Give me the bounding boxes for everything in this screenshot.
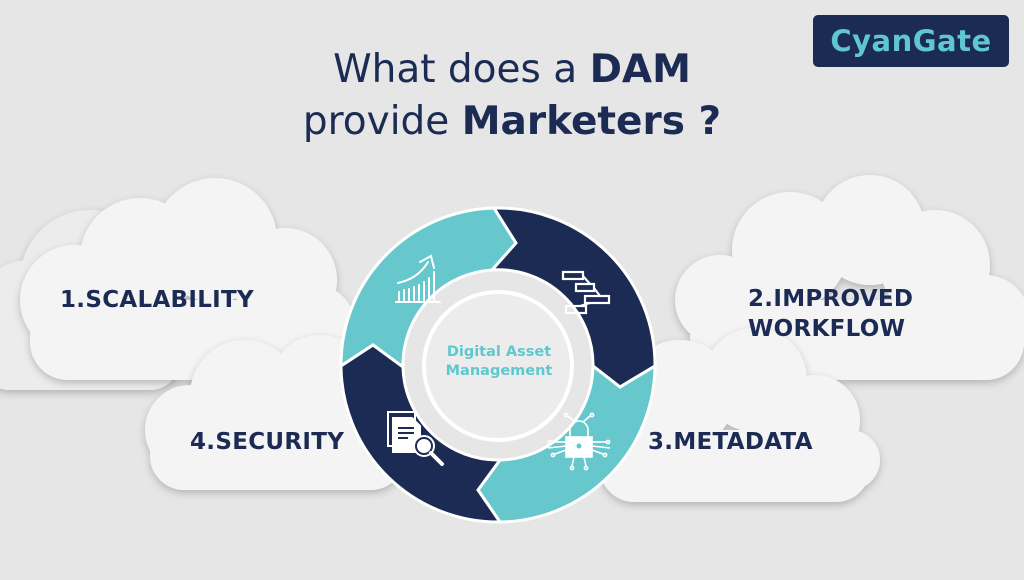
document-search-icon <box>387 411 444 466</box>
cyangate-logo: CyanGate <box>813 15 1009 67</box>
center-hub <box>422 290 574 442</box>
gantt-workflow-icon <box>561 270 611 315</box>
center-label-line1: Digital Asset <box>446 344 552 360</box>
page-title: What does a DAM provide Marketers ? <box>0 44 1024 148</box>
circuit-lock-icon <box>547 412 611 471</box>
title-line2-regular: provide <box>302 99 462 144</box>
title-line1-bold: DAM <box>589 47 691 92</box>
label-metadata: 3.METADATA <box>648 429 813 455</box>
title-line2-bold: Marketers ? <box>461 99 722 144</box>
center-label: Digital Asset Management <box>420 343 578 381</box>
cloud-workflow <box>675 175 1024 380</box>
center-label-line2: Management <box>445 363 553 379</box>
label-workflow-line1: 2.IMPROVED <box>748 286 914 312</box>
title-line1-regular: What does a <box>333 47 590 92</box>
label-workflow-line2: WORKFLOW <box>748 316 906 342</box>
label-security: 4.SECURITY <box>190 429 345 455</box>
growth-chart-icon <box>395 254 441 303</box>
label-improved-workflow: 2.IMPROVED WORKFLOW <box>748 284 913 344</box>
label-scalability: 1.SCALABILITY <box>60 287 254 313</box>
